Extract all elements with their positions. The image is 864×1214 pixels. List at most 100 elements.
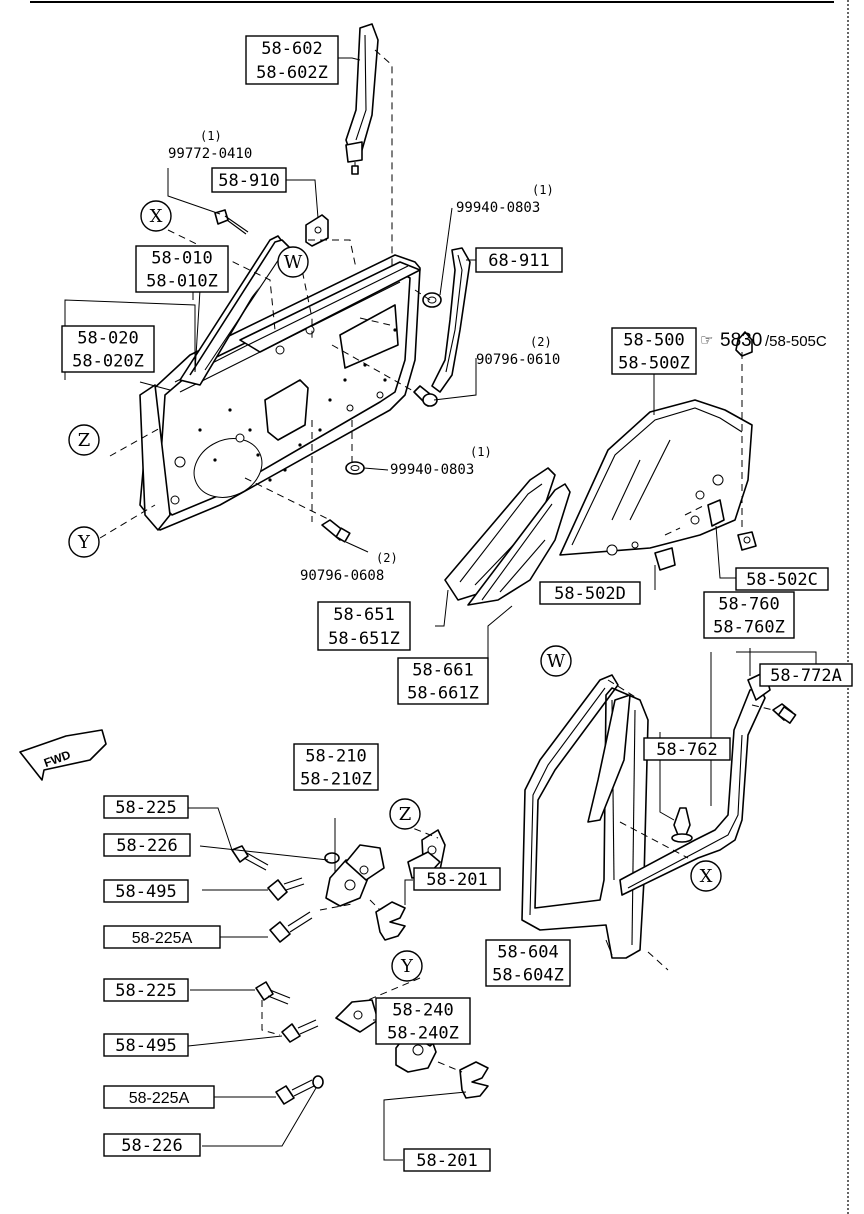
label-text: 58-210 xyxy=(305,747,366,767)
label-text: 58-772A xyxy=(770,666,842,686)
part-number-99940-mid: (1)99940-0803 xyxy=(390,445,492,478)
reference-marker-w-top: W xyxy=(277,246,309,278)
bolt-90796-0610 xyxy=(413,385,438,407)
label-text: 58-210Z xyxy=(300,770,372,790)
label-box xyxy=(703,591,795,639)
upper-hinge-fasteners xyxy=(231,845,340,943)
label-box xyxy=(61,325,155,373)
label-box xyxy=(135,245,229,293)
label-text: 58-661Z xyxy=(407,684,479,704)
part-label-58-201-b: 58-201 xyxy=(403,1148,491,1172)
label-box xyxy=(245,35,339,85)
door-glass-58-500 xyxy=(559,331,753,571)
part-qty: (2) xyxy=(530,335,552,349)
label-box xyxy=(293,743,379,791)
reference-note: ☞ 5830 /58-505C xyxy=(700,330,827,351)
part-label-58-604: 58-604 58-604Z xyxy=(485,939,571,987)
part-label-58-201-a: 58-201 xyxy=(413,867,501,891)
part-number-layer: (1)99772-0410(1)99940-0803(2)90796-0610(… xyxy=(168,129,560,584)
label-text: 58-226 xyxy=(121,1136,182,1156)
reference-marker-z-left: Z xyxy=(68,424,100,456)
label-box xyxy=(103,1085,215,1109)
label-text: 58-760Z xyxy=(713,618,785,638)
label-text: 58-502D xyxy=(554,584,626,604)
label-box xyxy=(103,833,191,857)
reference-marker-letter: Z xyxy=(78,430,91,451)
quarter-glass-58-661 xyxy=(467,483,571,606)
reference-marker-letter: W xyxy=(547,651,566,672)
label-text: 58-495 xyxy=(115,882,176,902)
part-label-58-602: 58-602 58-602Z xyxy=(245,35,339,85)
clip-58-762 xyxy=(671,807,693,843)
part-label-58-495-b: 58-495 xyxy=(103,1033,189,1057)
reference-marker-x-right: X xyxy=(690,860,722,892)
bracket-58-910 xyxy=(305,214,329,247)
reference-marker-letter: Z xyxy=(399,804,412,825)
part-qty: (2) xyxy=(376,551,398,565)
run-channel-58-602 xyxy=(345,23,379,175)
reference-note-main: 5830 xyxy=(720,330,762,351)
label-box xyxy=(413,867,501,891)
part-label-58-225A-a: 58-225A xyxy=(103,925,221,949)
bolt-58-772A xyxy=(772,703,797,724)
label-box xyxy=(403,1148,491,1172)
label-text: 58-225A xyxy=(129,1090,190,1107)
label-box xyxy=(103,1033,189,1057)
part-label-58-226-b: 58-226 xyxy=(103,1133,201,1157)
label-text: 58-225A xyxy=(132,930,193,947)
label-text: 58-602 xyxy=(261,39,322,59)
lower-hinge-fasteners xyxy=(255,981,324,1105)
part-number-90796-0610: (2) 90796-0610 xyxy=(476,335,560,368)
label-text: 58-225 xyxy=(115,981,176,1001)
part-label-58-226-a: 58-226 xyxy=(103,833,191,857)
fastener-58-502C xyxy=(737,531,757,551)
part-label-58-661: 58-661 58-661Z xyxy=(397,657,489,705)
label-layer: 58-60258-602Z58-91058-01058-010Z58-02058… xyxy=(61,35,853,1172)
channel-68-911 xyxy=(431,247,471,393)
label-text: 58-226 xyxy=(116,836,177,856)
weatherstrip-58-604 xyxy=(521,674,649,959)
reference-marker-y-hinge: Y xyxy=(391,950,423,982)
label-text: 58-225 xyxy=(115,798,176,818)
part-qty: (1) xyxy=(532,183,554,197)
label-text: 58-240Z xyxy=(387,1024,459,1044)
part-label-68-911: 68-911 xyxy=(475,247,563,273)
label-box xyxy=(317,601,411,651)
part-label-58-502C: 58-502C xyxy=(735,567,829,591)
part-number-text: 90796-0610 xyxy=(476,352,560,368)
door-belt-rail xyxy=(239,261,421,353)
label-box xyxy=(643,737,731,761)
label-box xyxy=(103,925,221,949)
reference-marker-z-hinge: Z xyxy=(389,798,421,830)
part-number-90796-0608: (2) 90796-0608 xyxy=(300,551,398,584)
reference-note-sub: /58-505C xyxy=(765,333,827,350)
part-number-text: 99940-0803 xyxy=(390,462,474,478)
part-number-99940-top: (1)99940-0803 xyxy=(456,183,554,216)
label-text: 58-661 xyxy=(412,661,473,681)
shim-58-201-lower xyxy=(459,1061,489,1099)
label-box xyxy=(103,1133,201,1157)
label-box xyxy=(475,247,563,273)
label-box xyxy=(485,939,571,987)
label-text: 58-020Z xyxy=(72,352,144,372)
label-text: 58-604 xyxy=(497,943,558,963)
label-text: 58-502C xyxy=(746,570,818,590)
label-text: 68-911 xyxy=(488,251,549,271)
door-panel xyxy=(139,235,421,531)
label-text: 58-010Z xyxy=(146,272,218,292)
label-text: 58-604Z xyxy=(492,966,564,986)
nut-99940-top xyxy=(422,292,442,308)
nut-99940-mid xyxy=(345,461,365,475)
part-label-58-762: 58-762 xyxy=(643,737,731,761)
bolt-90796-0608 xyxy=(321,519,351,543)
part-label-58-225A-b: 58-225A xyxy=(103,1085,215,1109)
label-text: 58-602Z xyxy=(256,63,328,83)
part-number-text: 90796-0608 xyxy=(300,568,384,584)
label-box xyxy=(759,663,853,687)
part-label-58-225-b: 58-225 xyxy=(103,978,189,1002)
part-label-58-502D: 58-502D xyxy=(539,581,641,605)
label-box xyxy=(211,167,287,193)
part-label-58-210: 58-210 58-210Z xyxy=(293,743,379,791)
